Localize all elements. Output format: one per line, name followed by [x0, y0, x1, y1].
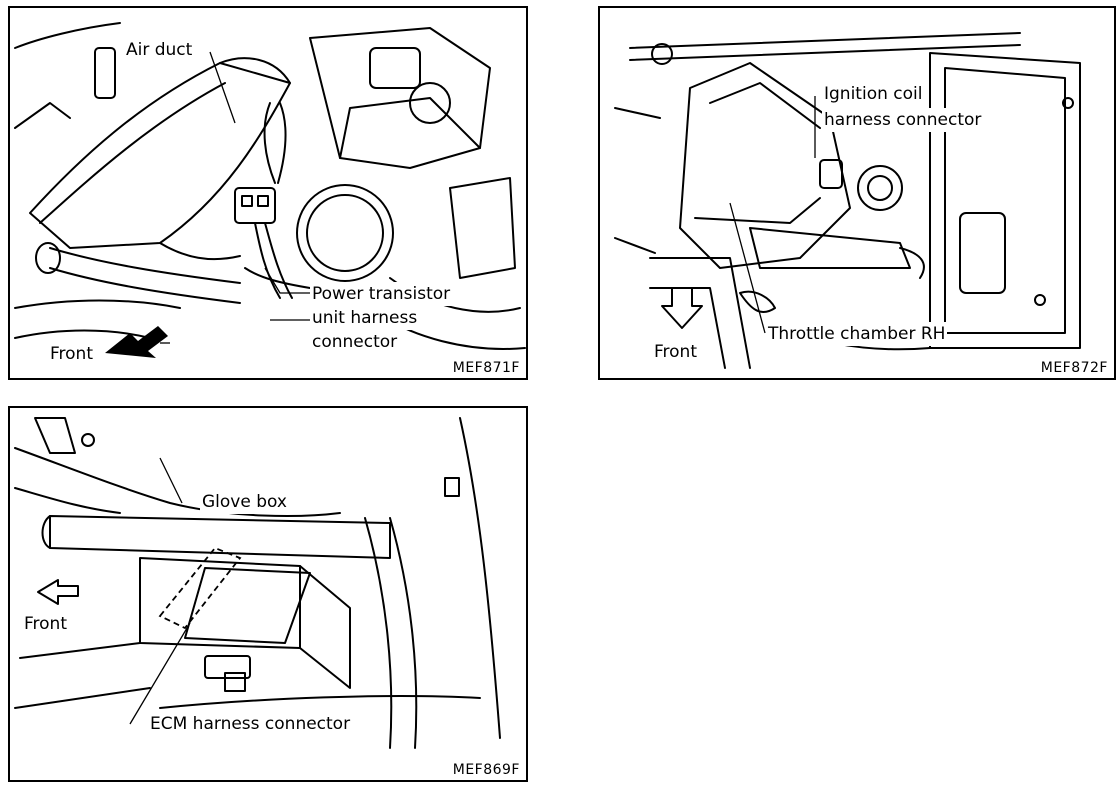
label-ignition-coil-line1: Ignition coil: [822, 82, 925, 106]
label-front: Front: [22, 612, 69, 636]
label-ecm-connector: ECM harness connector: [148, 712, 353, 736]
label-power-transistor-line2: unit harness: [310, 306, 420, 330]
figure-ecm-connector: Glove box ECM harness connector Front ME…: [8, 406, 528, 782]
figure-code: MEF872F: [1038, 360, 1110, 376]
figure-ignition-coil: Ignition coil harness connector Throttle…: [598, 6, 1116, 380]
label-front: Front: [652, 340, 699, 364]
label-air-duct: Air duct: [124, 38, 195, 62]
label-ignition-coil-line2: harness connector: [822, 108, 984, 132]
figure-code: MEF869F: [450, 762, 522, 778]
figure-power-transistor: Air duct Power transistor unit harness c…: [8, 6, 528, 380]
engine-bay-illustration-1: [14, 22, 526, 358]
label-front: Front: [48, 342, 95, 366]
engine-bay-illustration-2: [614, 32, 1081, 369]
glove-box-illustration: [14, 417, 501, 749]
label-power-transistor-line3: connector: [310, 330, 400, 354]
label-power-transistor-line1: Power transistor: [310, 282, 453, 306]
label-glove-box: Glove box: [200, 490, 289, 514]
label-throttle-chamber: Throttle chamber RH: [766, 322, 948, 346]
figure-code: MEF871F: [450, 360, 522, 376]
